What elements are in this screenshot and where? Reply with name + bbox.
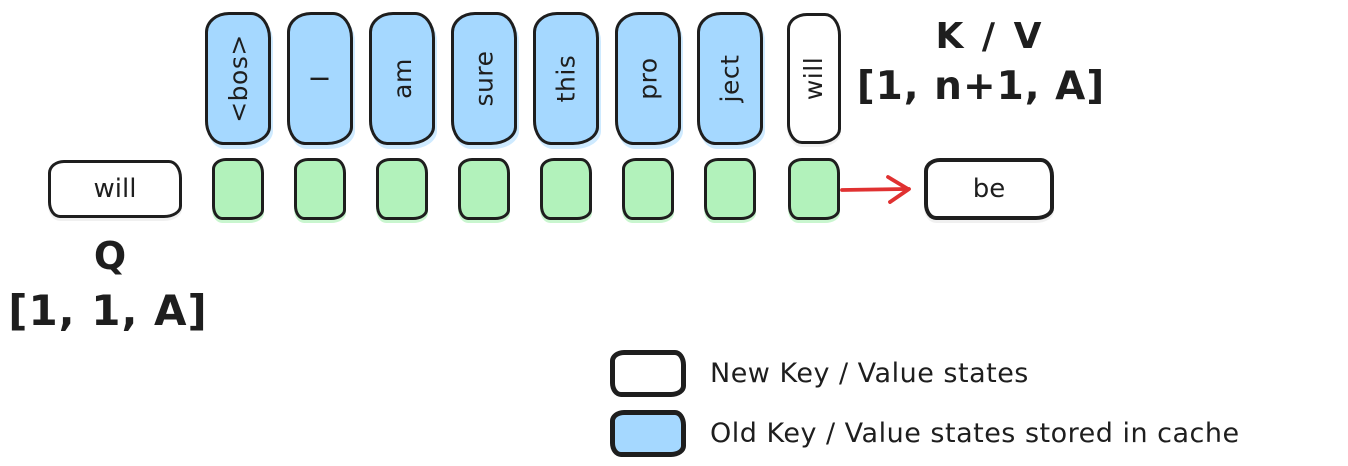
query-token-will-label: will: [93, 174, 137, 204]
legend-label-new: New Key / Value states: [710, 358, 1029, 389]
new-kv-token-will: will: [787, 13, 841, 144]
cached-token-pro-label: pro: [633, 57, 663, 100]
cached-token-bos: <bos>: [205, 12, 271, 145]
legend-swatch-cached: [610, 410, 686, 457]
attention-cell: [376, 158, 428, 220]
query-token-will: will: [48, 160, 182, 218]
cached-token-this: this: [533, 12, 599, 145]
attention-cell: [540, 158, 592, 220]
attention-cell: [212, 158, 264, 220]
cached-token-i: I: [287, 12, 353, 145]
q-title-label: Q: [93, 234, 127, 278]
kv-title-label: K / V: [935, 16, 1045, 57]
attention-cell: [622, 158, 674, 220]
cached-token-ject-label: ject: [715, 54, 745, 103]
output-token-be: be: [924, 158, 1054, 220]
red-arrow-icon: [840, 175, 911, 204]
cached-token-ject: ject: [697, 12, 763, 145]
cached-token-am: am: [369, 12, 435, 145]
attention-cell: [458, 158, 510, 220]
new-kv-token-will-label: will: [799, 56, 829, 101]
output-token-be-label: be: [972, 174, 1006, 204]
attention-cell: [294, 158, 346, 220]
legend-item-new-kv: New Key / Value states: [610, 350, 1029, 397]
legend-label-cached: Old Key / Value states stored in cache: [710, 418, 1240, 449]
cached-token-sure-label: sure: [469, 50, 499, 107]
cached-token-am-label: am: [387, 58, 417, 99]
q-shape-label: [1, 1, A]: [8, 286, 208, 335]
legend-item-cached-kv: Old Key / Value states stored in cache: [610, 410, 1240, 457]
kv-shape-label: [1, n+1, A]: [856, 64, 1106, 109]
cached-token-i-label: I: [305, 74, 335, 83]
cached-token-pro: pro: [615, 12, 681, 145]
cached-token-this-label: this: [551, 54, 581, 103]
cached-token-bos-label: <bos>: [223, 34, 253, 123]
cached-token-sure: sure: [451, 12, 517, 145]
attention-cell: [704, 158, 756, 220]
legend-swatch-new: [610, 350, 686, 397]
attention-cell: [788, 158, 840, 220]
